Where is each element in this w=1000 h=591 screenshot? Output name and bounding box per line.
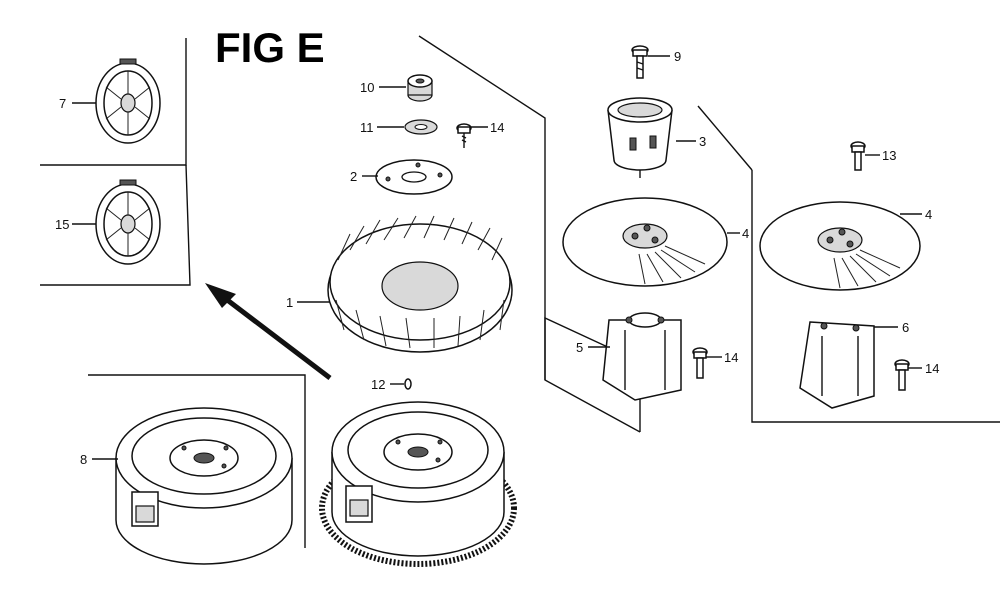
part-11-washer [404, 119, 438, 135]
part-6-bracket [799, 321, 875, 409]
part-9-bolt [631, 45, 649, 79]
figure-title: FIG E [215, 24, 325, 71]
callout-9: 9 [674, 49, 681, 64]
part-13-bolt [850, 141, 866, 171]
callout-12: 12 [371, 377, 385, 392]
callout-6: 6 [902, 320, 909, 335]
part-15-starter-pulley [95, 179, 161, 265]
callout-13: 13 [882, 148, 896, 163]
callout-8: 8 [80, 452, 87, 467]
callout-4-center: 4 [742, 226, 749, 241]
part-10-nut [407, 74, 433, 102]
callout-2: 2 [350, 169, 357, 184]
callout-14-upper: 14 [490, 120, 504, 135]
arrow-indicator [205, 283, 332, 380]
panel-borders [40, 35, 1000, 548]
part-4-pulley-disc-right [759, 201, 921, 291]
callout-15: 15 [55, 217, 69, 232]
callout-14-center: 14 [724, 350, 738, 365]
leader-lines [72, 55, 922, 460]
callout-5: 5 [576, 340, 583, 355]
flywheel-with-ring-gear [319, 401, 517, 567]
part-14-bolt-upper [456, 123, 472, 148]
part-8-flywheel [115, 407, 293, 565]
part-4-pulley-disc-center [562, 197, 728, 287]
part-14-bolt-center [692, 347, 708, 379]
part-2-plate [375, 159, 453, 195]
callout-labels: 7 15 10 11 2 14 1 12 8 9 3 4 5 14 13 4 6… [55, 49, 939, 467]
part-1-cooling-fan [327, 215, 513, 353]
part-5-bracket [602, 312, 682, 401]
callout-11: 11 [360, 120, 374, 135]
callout-14-right: 14 [925, 361, 939, 376]
part-14-bolt-right [894, 359, 910, 391]
callout-7: 7 [59, 96, 66, 111]
callout-3: 3 [699, 134, 706, 149]
callout-1: 1 [286, 295, 293, 310]
part-7-starter-pulley [95, 58, 161, 144]
callout-4-right: 4 [925, 207, 932, 222]
callout-10: 10 [360, 80, 374, 95]
part-12-key [404, 378, 412, 390]
part-3-starter-cup [607, 97, 673, 178]
